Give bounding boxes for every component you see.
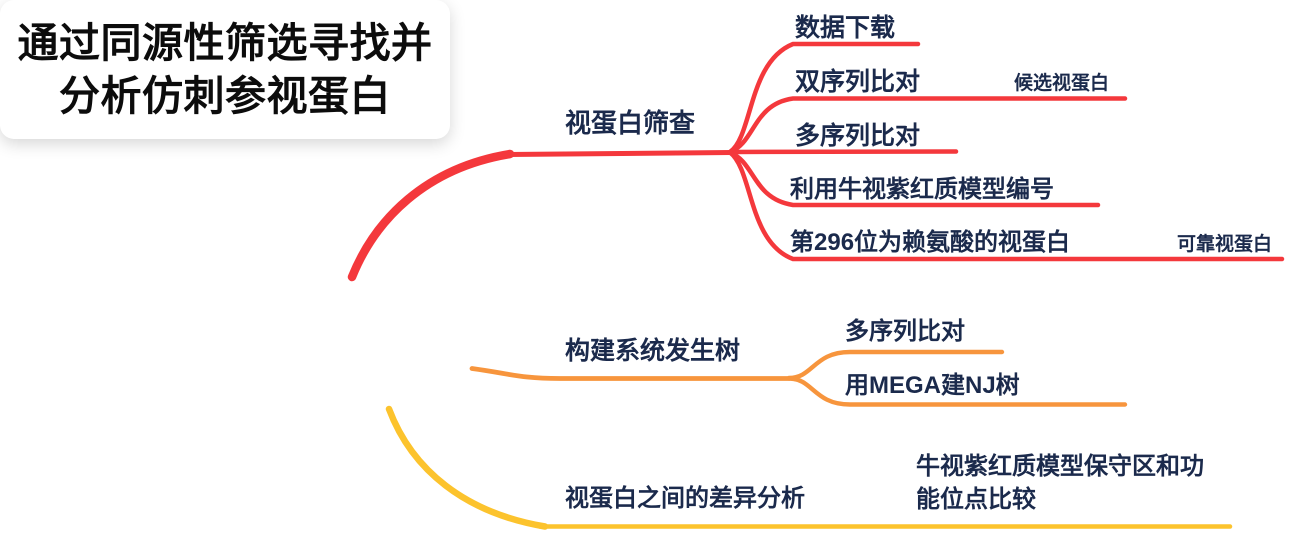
branch-node-phylogenetic-tree[interactable]: 构建系统发生树 bbox=[565, 337, 741, 365]
subtopic-mega-nj-tree[interactable]: 用MEGA建NJ树 bbox=[845, 372, 1020, 399]
subtopic-lysine-296-opsin[interactable]: 第296位为赖氨酸的视蛋白 bbox=[790, 229, 1071, 256]
branch1-main-line-connector bbox=[502, 150, 735, 157]
branch1-child2-connector bbox=[727, 96, 1128, 155]
branch1-trunk-connector bbox=[347, 149, 515, 282]
branch-node-opsin-screening[interactable]: 视蛋白筛查 bbox=[565, 108, 696, 138]
subtopic-conserved-region-comparison[interactable]: 牛视紫红质模型保守区和功能位点比较 bbox=[916, 453, 1204, 513]
root-node[interactable]: 通过同源性筛选寻找并分析仿刺参视蛋白 bbox=[0, 0, 450, 139]
branch1-child4-connector bbox=[727, 150, 1101, 208]
branch1-child5-connector bbox=[727, 150, 1285, 262]
branch1-child3-connector bbox=[727, 149, 959, 155]
branch2-child1-connector bbox=[786, 349, 1005, 381]
subtopic-pairwise-alignment[interactable]: 双序列比对 bbox=[795, 68, 921, 96]
branch1-child1-connector bbox=[727, 41, 921, 155]
branch3-trunk-connector bbox=[385, 405, 549, 530]
subtopic-candidate-opsin[interactable]: 候选视蛋白 bbox=[1014, 73, 1110, 94]
subtopic-multiple-alignment-red[interactable]: 多序列比对 bbox=[795, 122, 921, 150]
branch-node-difference-analysis[interactable]: 视蛋白之间的差异分析 bbox=[565, 485, 805, 512]
subtopic-data-download[interactable]: 数据下载 bbox=[795, 14, 896, 42]
root-node-label: 通过同源性筛选寻找并分析仿刺参视蛋白 bbox=[17, 19, 433, 119]
subtopic-reliable-opsin[interactable]: 可靠视蛋白 bbox=[1177, 234, 1273, 255]
subtopic-multiple-alignment-orange[interactable]: 多序列比对 bbox=[845, 318, 965, 345]
branch2-child2-connector bbox=[786, 376, 1128, 407]
branch2-trunk-connector bbox=[469, 366, 792, 381]
subtopic-bovine-rhodopsin-numbering[interactable]: 利用牛视紫红质模型编号 bbox=[790, 176, 1054, 203]
